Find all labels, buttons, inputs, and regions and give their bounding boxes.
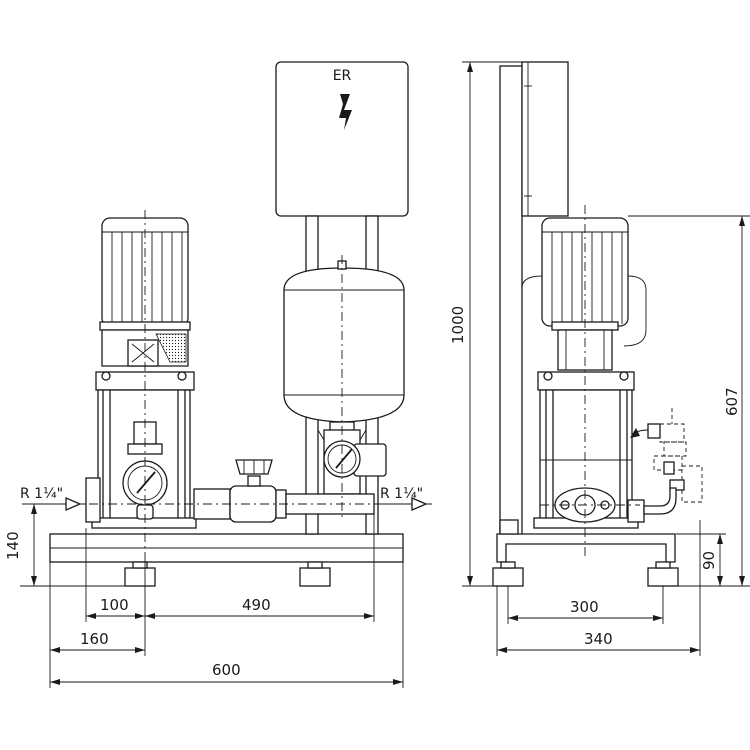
side-view: 1000 607 90 300	[449, 61, 750, 656]
dimension-607: 607	[628, 215, 750, 587]
machine-foot-right	[299, 561, 331, 587]
outlet-label: R 1¼"	[380, 486, 423, 502]
dimension-100: 100	[85, 528, 146, 656]
dimension-90: 90	[676, 533, 726, 586]
dimension-100-label: 100	[100, 596, 129, 614]
side-foot-right	[647, 561, 679, 587]
control-box-label: ER	[333, 68, 352, 84]
outlet-connection: R 1¼"	[374, 486, 432, 511]
side-pump-lantern	[557, 329, 613, 371]
side-valve-assembly	[630, 408, 703, 515]
dimension-1000-label: 1000	[449, 306, 467, 344]
dimension-140: 140	[4, 504, 125, 587]
base-frame	[49, 533, 404, 586]
dimension-300: 300	[507, 586, 664, 624]
dimension-160: 160	[49, 586, 145, 688]
side-base-frame	[496, 519, 676, 563]
dimension-340: 340	[496, 520, 701, 656]
side-foot-left	[492, 561, 524, 587]
dimension-160-label: 160	[80, 630, 109, 648]
pressure-tank	[283, 260, 405, 433]
side-pump-motor	[521, 217, 647, 347]
dimension-490: 490	[145, 514, 375, 622]
side-pump-body	[533, 371, 645, 529]
dimension-340-label: 340	[584, 630, 613, 648]
dimension-607-label: 607	[723, 387, 741, 416]
front-view: ER	[4, 61, 432, 688]
dimension-600: 600	[50, 586, 404, 688]
inlet-connection: R 1¼"	[20, 486, 86, 511]
dimension-90-label: 90	[700, 551, 718, 570]
high-voltage-icon	[339, 94, 352, 130]
machine-foot-left	[124, 561, 156, 587]
dimension-140-label: 140	[4, 531, 22, 560]
control-box: ER	[275, 61, 409, 217]
dimension-1000: 1000	[449, 61, 522, 587]
inlet-label: R 1¼"	[20, 486, 63, 502]
dimension-300-label: 300	[570, 598, 599, 616]
dimension-600-label: 600	[212, 661, 241, 679]
dimension-490-label: 490	[242, 596, 271, 614]
